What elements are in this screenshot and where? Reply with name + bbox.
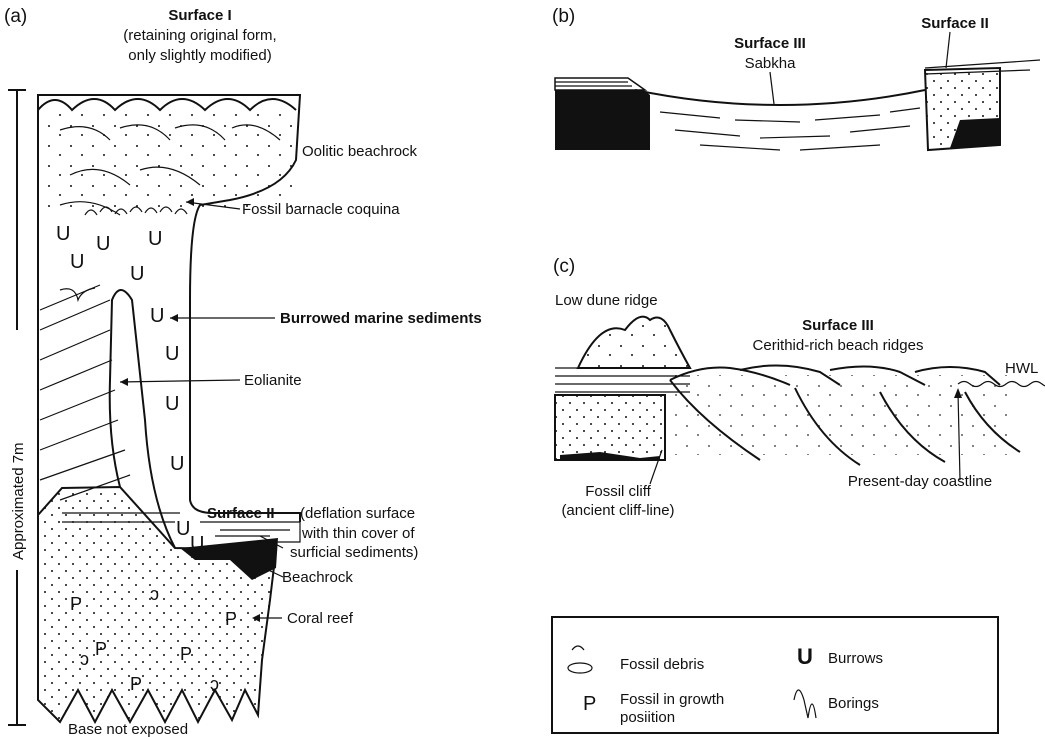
svg-text:ↄ: ↄ [210, 674, 219, 694]
sabkha-surface [635, 90, 925, 105]
fossil-cliff-block [555, 395, 665, 460]
beachrock-label: Beachrock [282, 569, 353, 586]
low-dune-ridge [578, 317, 690, 368]
surface2-line2: with thin cover of [301, 525, 415, 542]
svg-text:P: P [70, 594, 82, 614]
svg-text:P: P [180, 644, 192, 664]
legend: Fossil debris P Fossil in growth posiiti… [552, 617, 998, 733]
panel-c-letter: (c) [553, 256, 575, 277]
burrowed-label: Burrowed marine sediments [280, 310, 482, 327]
beach-ridges [670, 365, 1020, 465]
legend-box [552, 617, 998, 733]
svg-text:U: U [130, 263, 144, 285]
panel-a-letter: (a) [4, 6, 27, 27]
legend-fossil-debris: Fossil debris [620, 656, 704, 673]
surface1-title: Surface I [168, 7, 231, 24]
eolianite-arrow [120, 380, 240, 382]
legend-borings: Borings [828, 695, 879, 712]
panel-a: (a) Approximated 7m [4, 6, 482, 737]
fossil-cliff-label-1: Fossil cliff [585, 483, 651, 500]
svg-text:ↄ: ↄ [80, 649, 89, 669]
surface1-line2: only slightly modified) [128, 47, 271, 64]
svg-text:U: U [170, 453, 184, 475]
panel-b: (b) Surface III Sabkha Surface II [552, 6, 1040, 150]
cerithid-label: Cerithid-rich beach ridges [753, 337, 924, 354]
surface2-line1: (deflation surface [300, 505, 415, 522]
base-label: Base not exposed [68, 721, 188, 737]
panel-b-letter: (b) [552, 6, 575, 27]
svg-text:U: U [56, 223, 70, 245]
eolianite-label: Eolianite [244, 372, 302, 389]
surface2-title-a: Surface II [207, 505, 275, 522]
svg-text:ↄ: ↄ [150, 584, 159, 604]
svg-text:P: P [130, 674, 142, 694]
panel-c: (c) Low dune ridge HWL Surface III Cerit… [553, 256, 1045, 519]
vertical-scale-bar: Approximated 7m [8, 90, 27, 725]
burrows-icon: U [797, 644, 813, 669]
svg-text:U: U [176, 518, 190, 540]
b-sabkha-label: Sabkha [745, 55, 797, 72]
b-surface3-title: Surface III [734, 35, 806, 52]
svg-text:P: P [95, 639, 107, 659]
legend-burrows: Burrows [828, 650, 883, 667]
legend-growth-2: posiition [620, 709, 675, 726]
c-surface3-title: Surface III [802, 317, 874, 334]
barnacle-label: Fossil barnacle coquina [242, 201, 400, 218]
svg-text:P: P [225, 609, 237, 629]
svg-text:U: U [150, 305, 164, 327]
coastline-label: Present-day coastline [848, 473, 992, 490]
vertical-scale-label: Approximated 7m [10, 442, 27, 560]
fossil-cliff-label-2: (ancient cliff-line) [561, 502, 674, 519]
svg-text:U: U [96, 233, 110, 255]
growth-position-icon: P [583, 693, 596, 715]
svg-text:U: U [165, 343, 179, 365]
b-surface2-title: Surface II [921, 15, 989, 32]
coral-label: Coral reef [287, 610, 354, 627]
svg-text:U: U [165, 393, 179, 415]
low-dune-label: Low dune ridge [555, 292, 658, 309]
svg-text:U: U [190, 533, 204, 555]
oolitic-beachrock [38, 99, 296, 215]
surface1-line1: (retaining original form, [123, 27, 276, 44]
oolitic-label: Oolitic beachrock [302, 143, 418, 160]
svg-text:U: U [148, 228, 162, 250]
surface2-line3: surficial sediments) [290, 544, 418, 561]
svg-text:U: U [70, 251, 84, 273]
legend-growth-1: Fossil in growth [620, 691, 724, 708]
hwl-label: HWL [1005, 360, 1038, 377]
